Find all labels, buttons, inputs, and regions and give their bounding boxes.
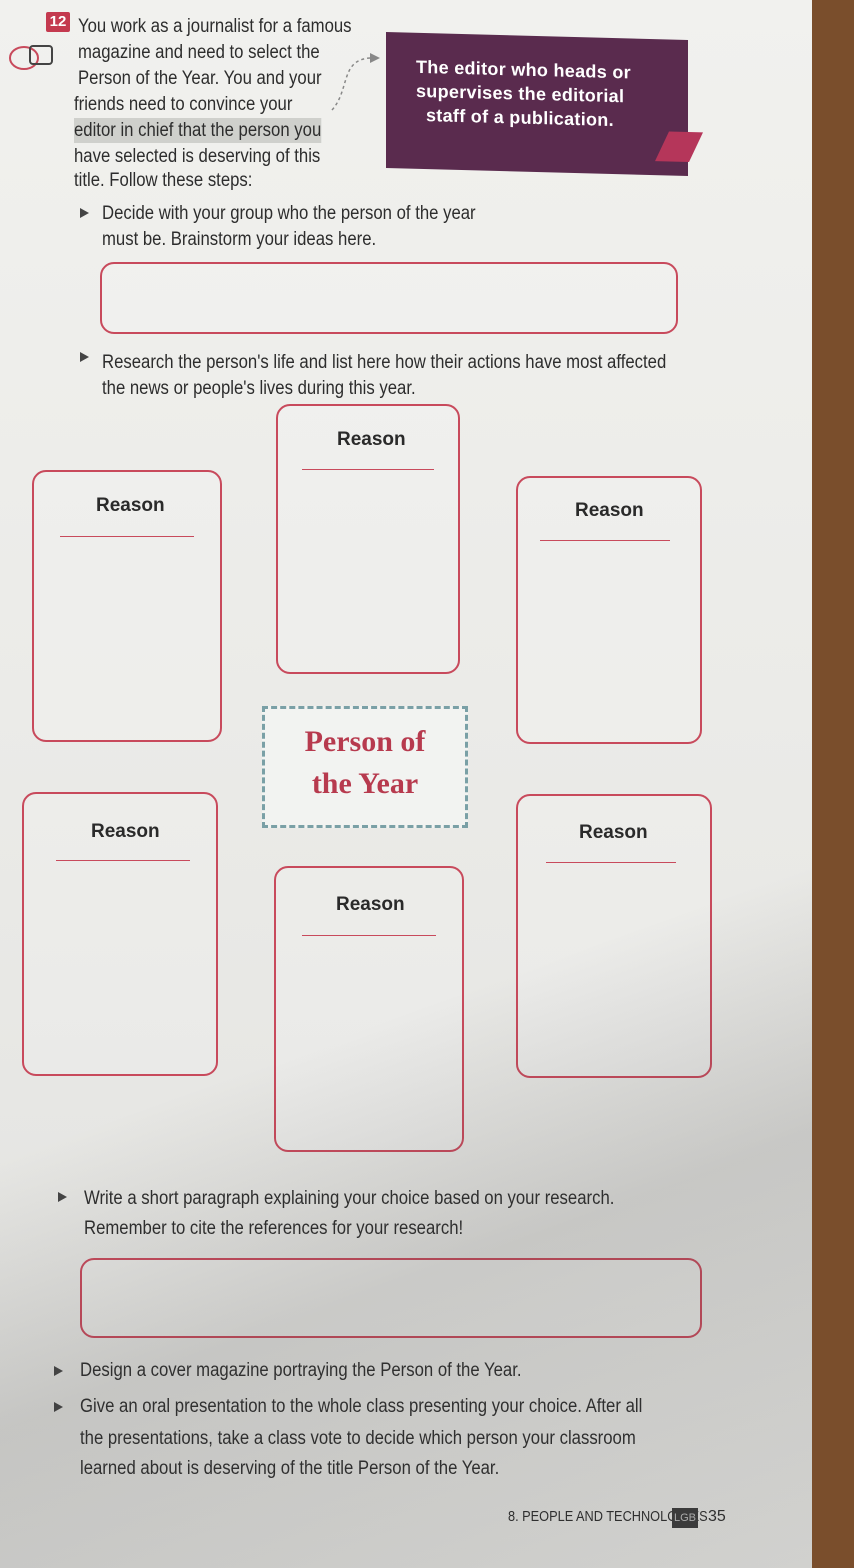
publisher-badge: LGB	[672, 1508, 698, 1528]
bullet-arrow-icon	[58, 1192, 67, 1202]
reason-box-top[interactable]	[276, 404, 460, 674]
paragraph-box[interactable]	[80, 1258, 702, 1338]
intro-line: friends need to convince your	[74, 94, 293, 115]
reason-rule	[302, 469, 434, 470]
intro-line: title. Follow these steps:	[74, 170, 253, 191]
step-text: Give an oral presentation to the whole c…	[80, 1396, 643, 1417]
reason-box-lower-right[interactable]	[516, 794, 712, 1078]
textbook-page: 12 You work as a journalist for a famous…	[0, 0, 812, 1568]
reason-label: Reason	[575, 500, 644, 521]
reason-rule	[60, 536, 194, 537]
intro-line: You work as a journalist for a famous	[78, 16, 352, 37]
reason-box-upper-right[interactable]	[516, 476, 702, 744]
step-text: learned about is deserving of the title …	[80, 1458, 500, 1479]
reason-label: Reason	[336, 894, 405, 915]
reason-label: Reason	[96, 495, 165, 516]
intro-line: Person of the Year. You and your	[78, 68, 322, 89]
step-text: Remember to cite the references for your…	[84, 1218, 464, 1239]
unit-footer: 8. PEOPLE AND TECHNOLOGIES	[508, 1508, 708, 1525]
bullet-arrow-icon	[80, 352, 89, 362]
page-number: 35	[708, 1508, 726, 1525]
step-text: Decide with your group who the person of…	[102, 203, 476, 224]
step-text: Research the person's life and list here…	[102, 352, 667, 373]
intro-line: magazine and need to select the	[78, 42, 320, 63]
activity-number: 12	[46, 12, 70, 32]
step-text: Write a short paragraph explaining your …	[84, 1188, 615, 1209]
reason-rule	[56, 860, 190, 861]
reason-label: Reason	[337, 429, 406, 450]
reason-box-upper-left[interactable]	[32, 470, 222, 742]
reason-label: Reason	[91, 821, 160, 842]
reason-label: Reason	[579, 822, 648, 843]
reason-box-bottom[interactable]	[274, 866, 464, 1152]
intro-line: have selected is deserving of this	[74, 146, 321, 167]
step-text: must be. Brainstorm your ideas here.	[102, 229, 377, 250]
brainstorm-box[interactable]	[100, 262, 678, 334]
reason-rule	[540, 540, 670, 541]
pointer-arrow	[331, 53, 380, 111]
reason-rule	[302, 935, 436, 936]
intro-line-highlighted: editor in chief that the person you	[74, 118, 322, 143]
step-text: the presentations, take a class vote to …	[80, 1428, 636, 1449]
center-title-line: the Year	[311, 767, 419, 800]
reason-rule	[546, 862, 676, 863]
definition-fold	[655, 131, 703, 162]
definition-box: The editor who heads or supervises the e…	[386, 32, 703, 176]
speech-bubbles-icon	[9, 45, 53, 70]
bullet-arrow-icon	[54, 1366, 63, 1376]
step-text: Design a cover magazine portraying the P…	[80, 1360, 522, 1381]
bullet-arrow-icon	[54, 1402, 63, 1412]
step-text: the news or people's lives during this y…	[102, 378, 416, 399]
person-of-the-year-center: Person of the Year	[262, 706, 468, 828]
bullet-arrow-icon	[80, 208, 89, 218]
reason-box-lower-left[interactable]	[22, 792, 218, 1076]
center-title-line: Person of	[304, 725, 426, 758]
